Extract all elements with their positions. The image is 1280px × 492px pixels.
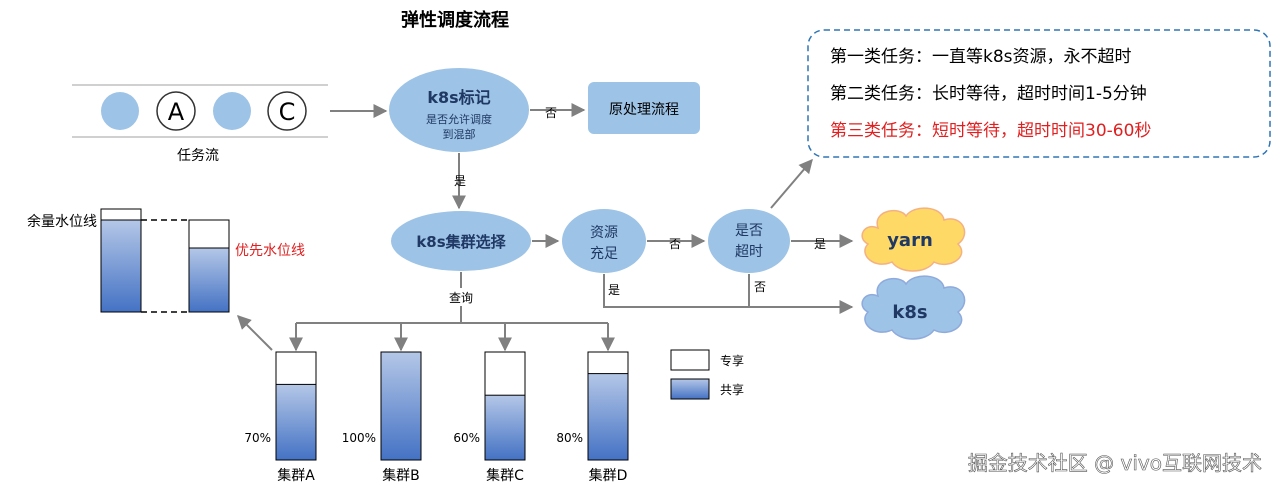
edge-label-yes: 是 [454,174,466,188]
arrow-resource-to-k8s [603,274,854,314]
cluster-percent-label: 80% [556,431,583,445]
node-k8s-mark-line2: 到混部 [443,127,476,141]
cloud-yarn: yarn [861,207,966,272]
stream-task-c-label: C [279,98,296,126]
node-timeout-line1: 是否 [735,223,763,239]
legend-label-exclusive: 专享 [720,353,744,368]
stream-task-circle-a [156,91,196,131]
cluster-percent-label: 100% [342,431,376,445]
node-timeout: 是否 超时 [708,209,790,273]
arrow-cluster-a-to-watermark [237,315,273,351]
cluster-name-label: 集群D [589,467,628,484]
watermark-illustration: 余量水位线 优先水位线 [27,208,305,313]
legend-label-shared: 共享 [720,382,744,397]
cluster-bar-shared [380,351,422,461]
node-resource: 资源 充足 [562,209,646,273]
edge-label-query: 查询 [449,291,473,305]
task-stream: A C 任务流 [72,84,328,164]
cluster-name-label: 集群A [277,467,315,484]
cluster-bars: 70% 集群A 100% 集群B 60% 集群C 80% 集群D [244,323,629,484]
stream-task-circle [101,92,139,130]
task-class-line3: 第三类任务：短时等待，超时时间30-60秒 [830,121,1151,141]
cluster-percent-label: 70% [244,431,271,445]
diagram-title: 弹性调度流程 [401,9,509,31]
node-cluster-select-label: k8s集群选择 [416,233,506,251]
edge-label-yes: 是 [814,237,826,251]
node-resource-line2: 充足 [590,246,618,262]
stream-task-circle-c [267,91,307,131]
cloud-k8s-label: k8s [892,302,927,323]
watermark-right-label: 优先水位线 [235,243,305,259]
cluster-bar-shared [587,373,629,461]
cloud-k8s: k8s [861,275,966,340]
cluster-percent-label: 60% [453,431,480,445]
legend-swatch-exclusive [670,349,710,371]
cluster-name-label: 集群B [382,467,420,484]
edge-label-no: 否 [545,106,557,120]
task-class-line1: 第一类任务：一直等k8s资源，永不超时 [830,47,1132,67]
edge-label-no: 否 [669,237,681,251]
cluster-name-label: 集群C [486,467,524,484]
node-original-flow-label: 原处理流程 [609,102,679,118]
node-resource-line1: 资源 [590,225,618,241]
stream-task-a-label: A [168,98,185,126]
node-timeout-line2: 超时 [735,244,763,260]
node-k8s-mark-title: k8s标记 [427,88,490,107]
cloud-yarn-label: yarn [887,230,933,251]
node-original-flow: 原处理流程 [588,82,700,134]
legend-swatch-shared [670,378,710,400]
node-cluster-select: k8s集群选择 [391,211,531,271]
legend: 专享 共享 [670,349,744,400]
node-k8s-mark-line1: 是否允许调度 [426,112,492,126]
edge-label-yes: 是 [608,283,620,297]
node-k8s-mark: k8s标记 是否允许调度 到混部 [389,68,529,152]
watermark-left-label: 余量水位线 [27,213,97,230]
stream-label: 任务流 [177,148,219,164]
footer-watermark: 掘金技术社区 @ vivo互联网技术 [968,451,1262,475]
cluster-bar-shared [484,394,526,461]
cluster-bar-shared [275,383,317,461]
stream-task-circle [213,92,251,130]
arrow-timeout-to-info [770,158,813,209]
task-class-box: 第一类任务：一直等k8s资源，永不超时 第二类任务：长时等待，超时时间1-5分钟… [807,29,1271,158]
edge-label-no: 否 [754,280,766,294]
task-class-line2: 第二类任务：长时等待，超时时间1-5分钟 [830,84,1147,104]
